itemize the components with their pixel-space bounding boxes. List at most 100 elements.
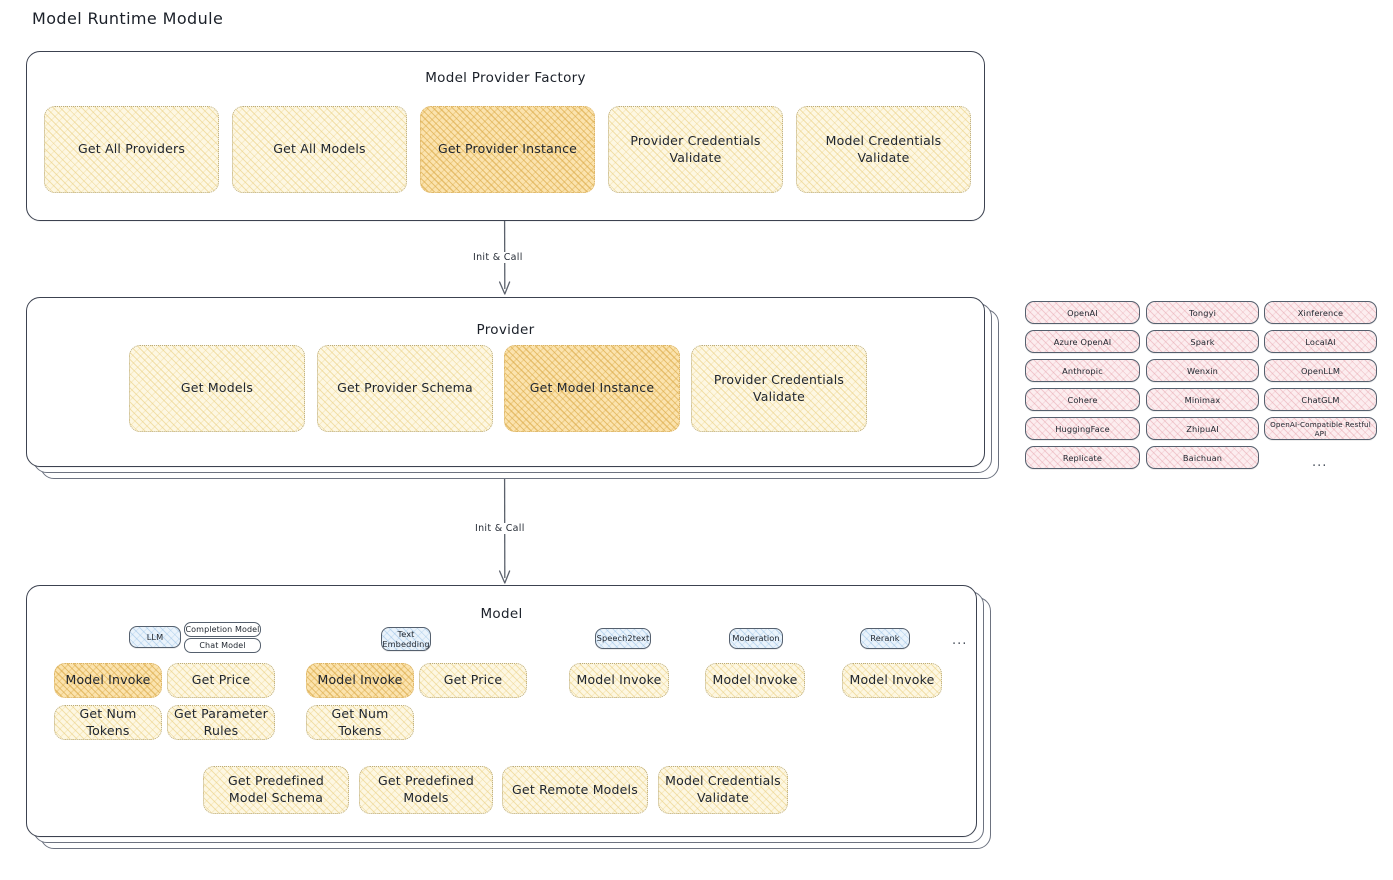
model-type-badge-moderation[interactable]: Moderation [729,628,783,649]
node-model-credentials-validate[interactable]: Model Credentials Validate [796,106,971,193]
node-label: Get Provider Instance [437,141,578,157]
node-label: Get Predefined Models [378,773,474,805]
provider-pill-tongyi[interactable]: Tongyi [1146,301,1259,324]
node-llm-model-invoke[interactable]: Model Invoke [54,663,162,698]
model-type-badge-llm[interactable]: LLM [129,626,181,648]
node-label: Get Price [191,672,251,688]
provider-pill-openai-compatible-restful-api[interactable]: OpenAI-Compatible Restful API [1264,417,1377,440]
badge-label: Moderation [732,633,780,644]
provider-pill-spark[interactable]: Spark [1146,330,1259,353]
provider-pill-label: Spark [1190,336,1215,347]
provider-pill-huggingface[interactable]: HuggingFace [1025,417,1140,440]
node-label: Get Model Instance [529,380,655,396]
node-label: Model Invoke [65,672,151,688]
provider-pill-xinference[interactable]: Xinference [1264,301,1377,324]
node-label: Get Parameter Rules [174,705,268,738]
model-type-badge-text-embedding[interactable]: Text Embedding [381,627,431,651]
node-text-embedding-get-num-tokens[interactable]: Get Num Tokens [306,705,414,740]
provider-pill-zhipuai[interactable]: ZhipuAI [1146,417,1259,440]
node-get-provider-instance[interactable]: Get Provider Instance [420,106,595,193]
node-label: Model Credentials Validate [665,773,781,805]
provider-pill-anthropic[interactable]: Anthropic [1025,359,1140,382]
node-label: Provider Credentials Validate [713,371,845,404]
provider-pill-label: OpenAI-Compatible Restful API [1270,419,1371,438]
provider-pill-openllm[interactable]: OpenLLM [1264,359,1377,382]
node-label: Get Predefined Model Schema [228,773,324,805]
provider-pill-cohere[interactable]: Cohere [1025,388,1140,411]
provider-title: Provider [476,322,535,338]
badge-label: LLM [146,631,164,642]
node-rerank-model-invoke[interactable]: Model Invoke [842,663,942,698]
model-tag-completion-model[interactable]: Completion Model [184,622,261,637]
node-llm-get-price[interactable]: Get Price [167,663,275,698]
node-label: Get All Models [273,141,366,157]
provider-pill-label: ZhipuAI [1186,423,1219,434]
provider-pill-label: OpenAI [1067,307,1098,318]
tag-label: Completion Model [185,625,260,634]
node-label: Get Remote Models [512,781,638,797]
model-type-badge-speech2text[interactable]: Speech2text [595,628,651,649]
provider-pill-chatglm[interactable]: ChatGLM [1264,388,1377,411]
node-label: Model Invoke [849,672,935,688]
page-title: Model Runtime Module [32,9,224,28]
tag-label: Chat Model [199,641,246,650]
provider-pill-localai[interactable]: LocalAI [1264,330,1377,353]
node-get-provider-schema[interactable]: Get Provider Schema [317,345,493,432]
node-label: Get Price [443,672,503,688]
badge-label: Speech2text [596,633,650,644]
provider-pill-label: Anthropic [1062,365,1103,376]
node-moderation-model-invoke[interactable]: Model Invoke [705,663,805,698]
node-label: Model Invoke [317,672,403,688]
provider-pill-label: Azure OpenAI [1053,336,1112,347]
provider-pill-openai[interactable]: OpenAI [1025,301,1140,324]
node-get-predefined-model-schema[interactable]: Get Predefined Model Schema [203,766,349,814]
provider-pill-label: Wenxin [1186,365,1219,376]
node-get-model-instance[interactable]: Get Model Instance [504,345,680,432]
provider-pill-azure-openai[interactable]: Azure OpenAI [1025,330,1140,353]
provider-pill-label: Replicate [1062,452,1103,463]
provider-pill-label: LocalAI [1305,336,1336,347]
node-get-all-models[interactable]: Get All Models [232,106,407,193]
provider-pill-replicate[interactable]: Replicate [1025,446,1140,469]
provider-pill-label: ChatGLM [1301,394,1340,405]
badge-label: Rerank [870,633,900,644]
provider-pill-label: Minimax [1184,394,1221,405]
node-llm-get-parameter-rules[interactable]: Get Parameter Rules [167,705,275,740]
node-provider-credentials-validate[interactable]: Provider Credentials Validate [608,106,783,193]
node-label: Model Credentials Validate [825,132,942,165]
model-title: Model [480,606,523,622]
provider-pill-baichuan[interactable]: Baichuan [1146,446,1259,469]
provider-list-ellipsis: ... [1312,455,1328,470]
node-label: Model Invoke [712,672,798,688]
node-label: Get All Providers [77,141,186,157]
badge-label: Text Embedding [382,628,430,649]
node-get-models[interactable]: Get Models [129,345,305,432]
provider-pill-label: HuggingFace [1055,423,1110,434]
provider-pill-label: Cohere [1067,394,1098,405]
provider-pill-label: Tongyi [1188,307,1217,318]
model-types-ellipsis: ... [952,633,968,648]
node-label: Model Invoke [576,672,662,688]
arrow-label-init-and-call-1: Init & Call [470,252,526,263]
model-provider-factory-title: Model Provider Factory [425,70,586,86]
provider-pill-label: Xinference [1297,307,1344,318]
node-label: Get Num Tokens [79,705,137,738]
node-model-credentials-validate-2[interactable]: Model Credentials Validate [658,766,788,814]
node-get-predefined-models[interactable]: Get Predefined Models [359,766,493,814]
provider-pill-wenxin[interactable]: Wenxin [1146,359,1259,382]
node-provider-credentials-validate-2[interactable]: Provider Credentials Validate [691,345,867,432]
node-label: Get Models [180,380,254,396]
model-type-badge-rerank[interactable]: Rerank [860,628,910,649]
provider-pill-label: Baichuan [1182,452,1223,463]
node-label: Provider Credentials Validate [630,132,761,165]
node-speech2text-model-invoke[interactable]: Model Invoke [569,663,669,698]
provider-pill-minimax[interactable]: Minimax [1146,388,1259,411]
node-get-remote-models[interactable]: Get Remote Models [502,766,648,814]
node-get-all-providers[interactable]: Get All Providers [44,106,219,193]
node-label: Get Provider Schema [337,380,473,396]
model-tag-chat-model[interactable]: Chat Model [184,638,261,653]
node-text-embedding-model-invoke[interactable]: Model Invoke [306,663,414,698]
node-llm-get-num-tokens[interactable]: Get Num Tokens [54,705,162,740]
node-text-embedding-get-price[interactable]: Get Price [419,663,527,698]
